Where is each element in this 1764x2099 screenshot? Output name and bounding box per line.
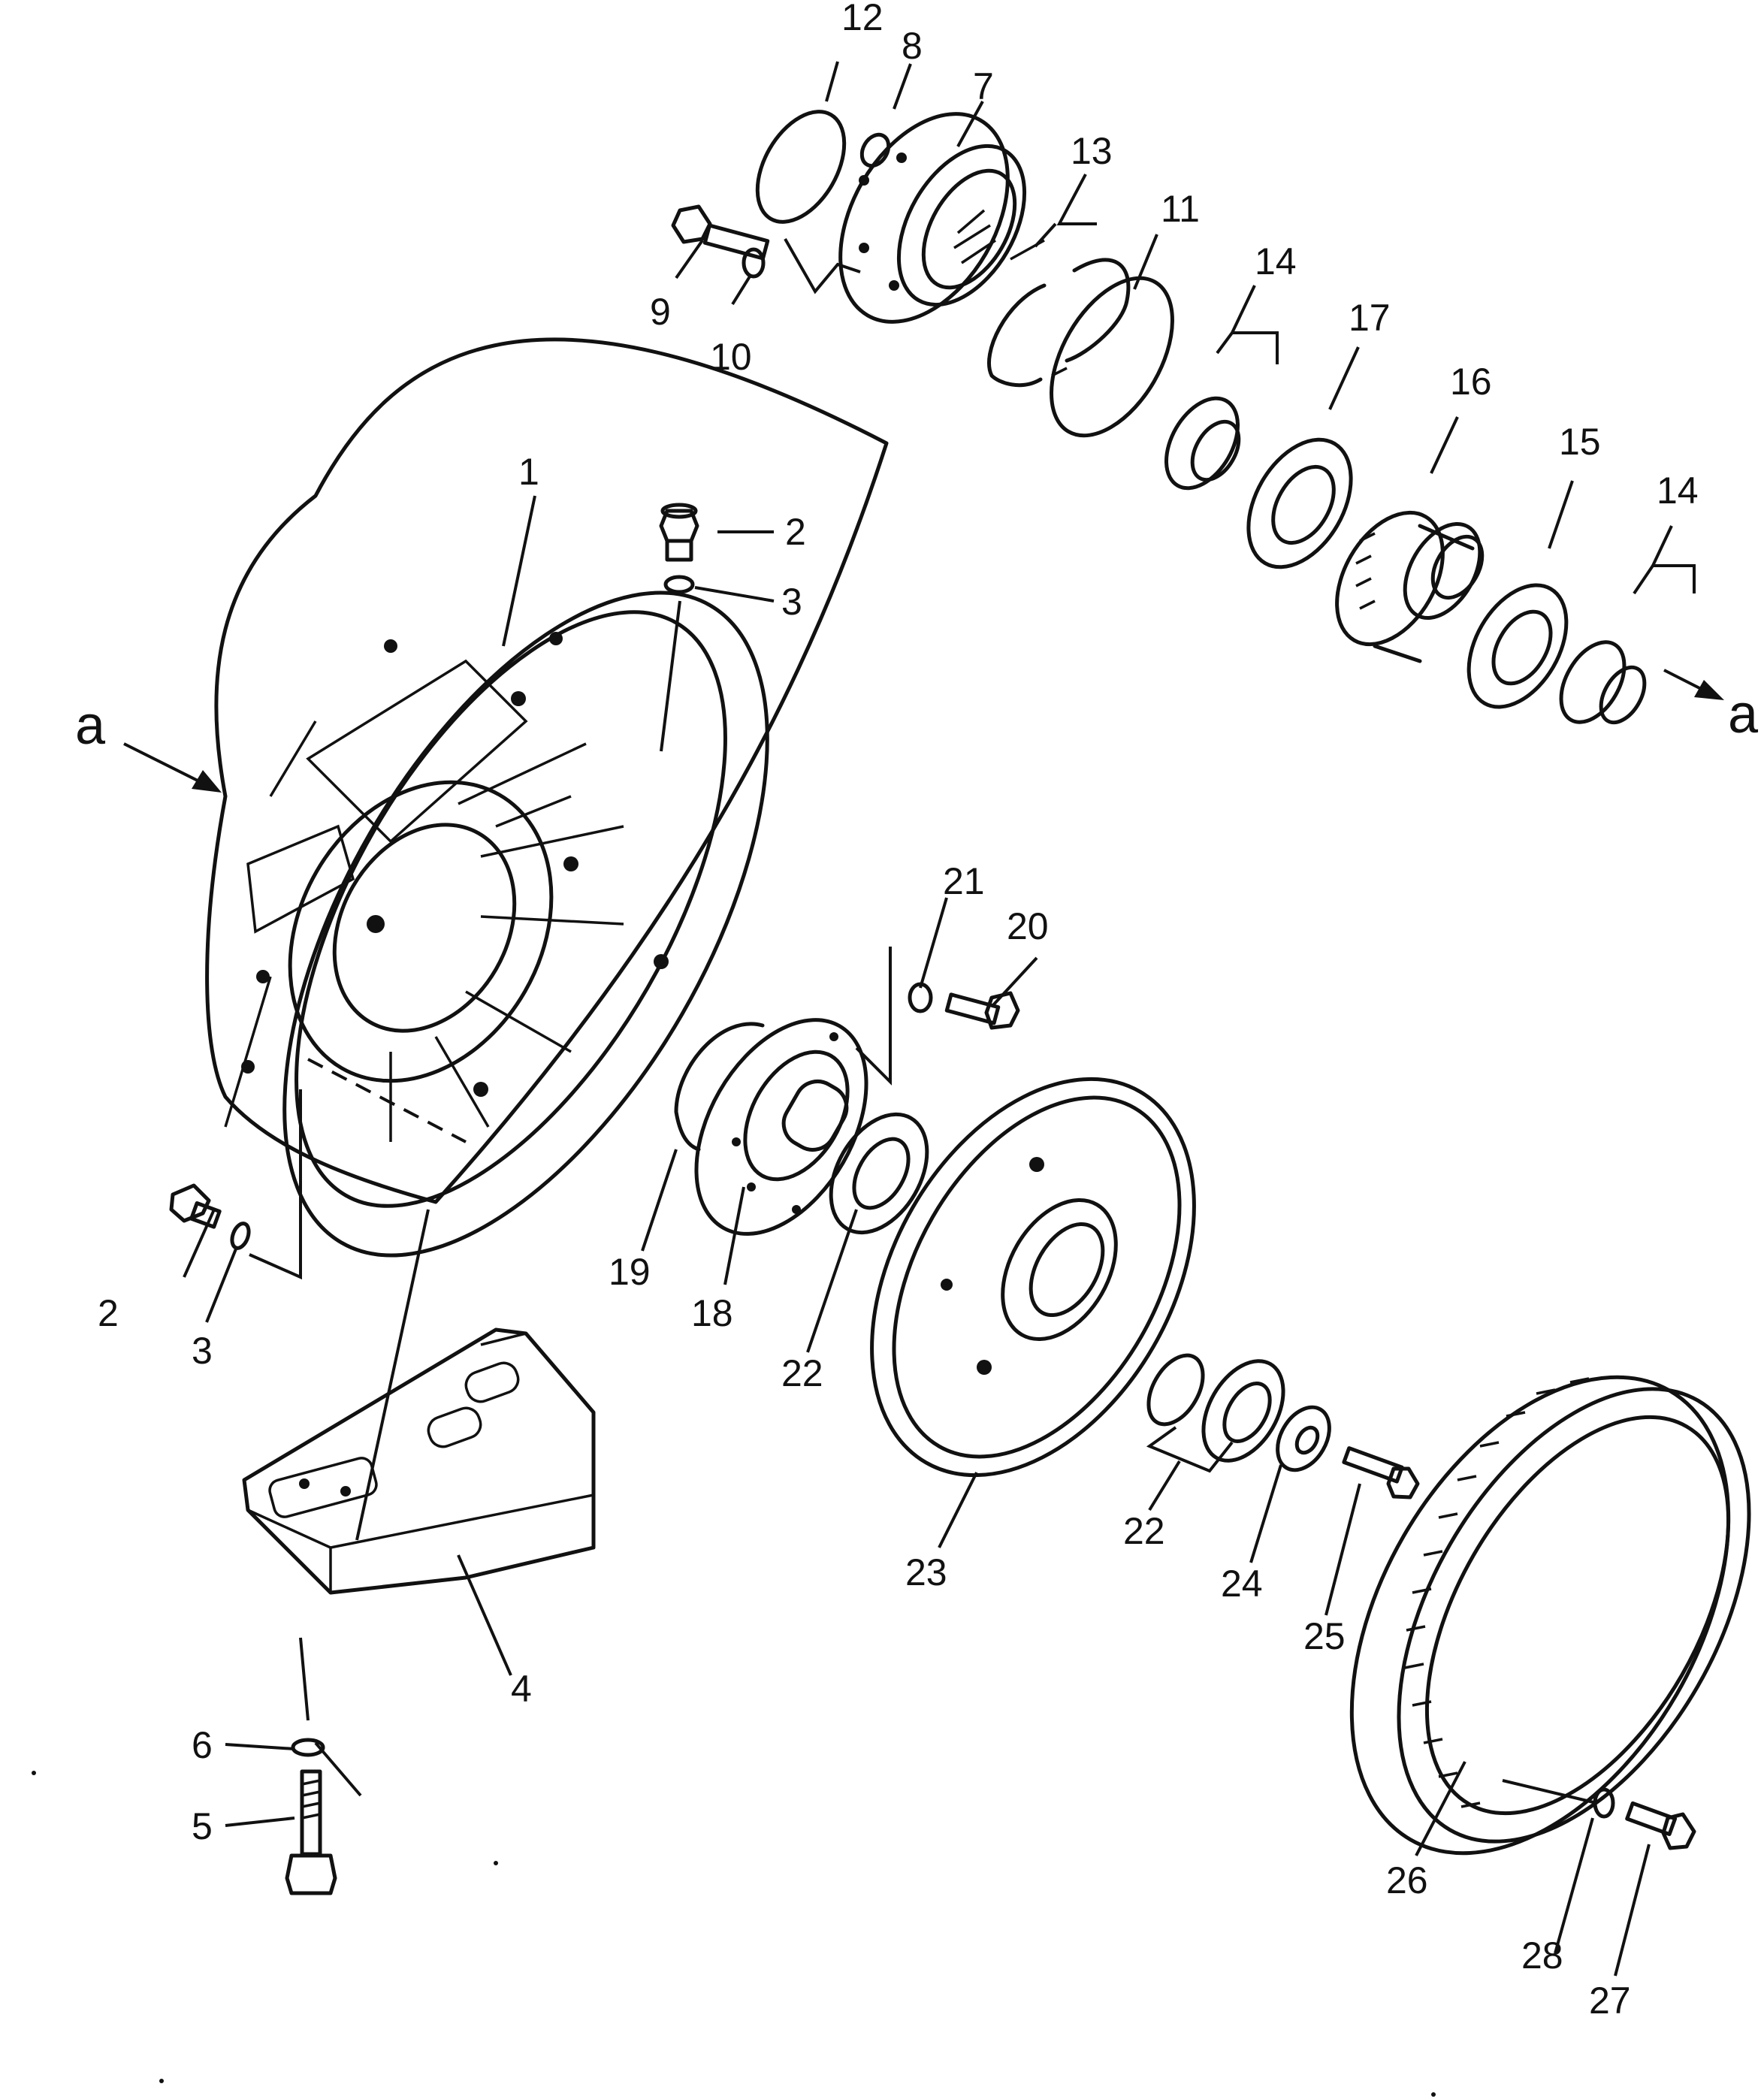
part-8-dowel bbox=[859, 132, 891, 168]
part-14-bearing-race-1 bbox=[1164, 396, 1240, 491]
callout-15: 15 bbox=[1559, 421, 1601, 463]
part-22-bearing-1 bbox=[829, 1112, 929, 1235]
part-23-carrier bbox=[870, 1077, 1196, 1478]
callout-3-left: 3 bbox=[192, 1330, 213, 1372]
callout-4: 4 bbox=[511, 1668, 532, 1710]
callout-7: 7 bbox=[973, 65, 994, 107]
part-11-oring bbox=[1050, 276, 1174, 438]
view-marker-right: a bbox=[1728, 684, 1759, 744]
callout-21: 21 bbox=[943, 860, 985, 902]
part-22-bearing-race bbox=[1146, 1353, 1205, 1427]
view-arrow-right bbox=[1663, 669, 1724, 700]
part-27-bolt bbox=[1625, 1801, 1696, 1850]
leader-lines bbox=[183, 61, 1696, 1977]
callout-6: 6 bbox=[192, 1724, 213, 1766]
view-marker-left: a bbox=[75, 696, 106, 756]
callout-22-top: 22 bbox=[781, 1352, 823, 1394]
callout-16: 16 bbox=[1450, 361, 1492, 403]
callout-10: 10 bbox=[710, 336, 752, 378]
part-9-bolt bbox=[671, 204, 770, 261]
part-25-bolt bbox=[1342, 1446, 1420, 1500]
callout-11: 11 bbox=[1161, 188, 1200, 230]
part-2-plug-top bbox=[659, 503, 699, 562]
callouts: 1 2 2 3 3 4 5 6 7 8 9 10 11 12 13 14 14 … bbox=[98, 0, 1699, 2022]
callout-8: 8 bbox=[902, 25, 923, 67]
callout-1: 1 bbox=[518, 451, 539, 493]
part-19-seal-ring bbox=[674, 1022, 765, 1152]
part-4-guard bbox=[242, 1327, 596, 1595]
part-10-washer bbox=[742, 247, 766, 279]
part-1-housing bbox=[205, 337, 889, 1258]
callout-14-top: 14 bbox=[1255, 240, 1297, 282]
part-3-oring-left bbox=[230, 1222, 251, 1250]
callout-2-top: 2 bbox=[785, 511, 806, 553]
part-13-shims bbox=[987, 239, 1131, 388]
part-18-cover bbox=[694, 1018, 868, 1236]
part-14-bearing-race-2-inner bbox=[1599, 665, 1647, 725]
part-15-bearing bbox=[1466, 583, 1569, 709]
callout-22-bottom: 22 bbox=[1123, 1510, 1165, 1552]
part-22-bearing-2 bbox=[1201, 1359, 1285, 1463]
callout-23: 23 bbox=[905, 1551, 947, 1593]
callout-9: 9 bbox=[650, 291, 671, 333]
callout-2-left: 2 bbox=[98, 1292, 119, 1334]
callout-27: 27 bbox=[1589, 1980, 1631, 2022]
part-16-gear bbox=[1335, 510, 1485, 663]
part-17-bearing bbox=[1246, 437, 1353, 569]
part-14-bearing-race-1-inner bbox=[1190, 419, 1241, 482]
part-14-bearing-race-2 bbox=[1559, 640, 1627, 724]
part-26-ring-gear bbox=[1349, 1375, 1751, 1856]
callout-25: 25 bbox=[1303, 1615, 1346, 1657]
callout-28: 28 bbox=[1521, 1934, 1563, 1977]
callout-24: 24 bbox=[1221, 1563, 1263, 1605]
callout-17: 17 bbox=[1349, 297, 1391, 339]
part-5-bolt bbox=[285, 1769, 337, 1895]
callout-3-top: 3 bbox=[781, 581, 802, 623]
view-arrow-left bbox=[123, 742, 222, 793]
callout-12: 12 bbox=[841, 0, 884, 38]
callout-26: 26 bbox=[1386, 1859, 1428, 1901]
part-24-washer-plate bbox=[1276, 1405, 1331, 1472]
callout-20: 20 bbox=[1007, 905, 1049, 947]
callout-18: 18 bbox=[691, 1292, 733, 1334]
part-2-plug-left bbox=[169, 1183, 222, 1229]
part-21-washer bbox=[908, 982, 933, 1013]
callout-14-right: 14 bbox=[1657, 470, 1699, 512]
part-3-oring-top bbox=[663, 575, 695, 594]
callout-13: 13 bbox=[1071, 130, 1113, 172]
callout-5: 5 bbox=[192, 1805, 213, 1847]
part-20-bolt bbox=[944, 991, 1020, 1030]
part-12-oring bbox=[755, 110, 847, 224]
part-7-cage bbox=[838, 112, 1027, 324]
callout-19: 19 bbox=[609, 1251, 651, 1293]
